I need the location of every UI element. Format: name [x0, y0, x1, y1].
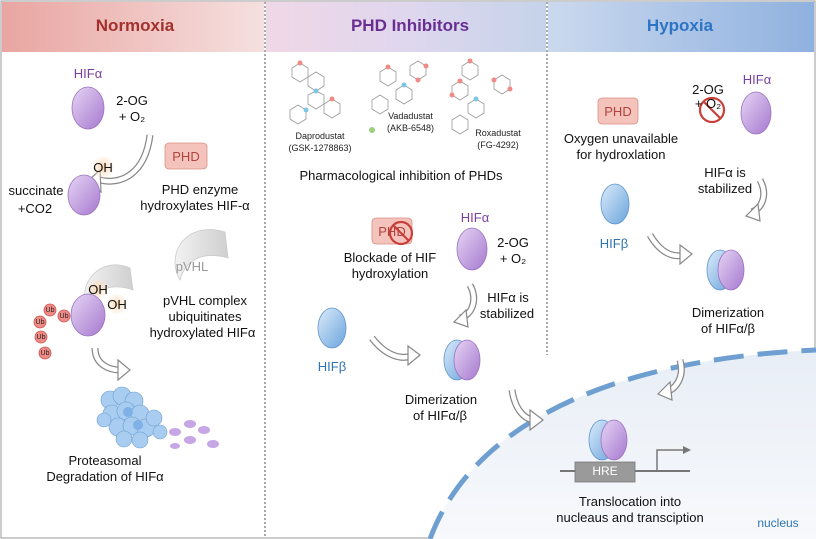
- drug2-name: Vadadustat: [388, 111, 433, 121]
- degradation-line2: Degradation of HIFα: [46, 469, 164, 484]
- inhibitors-hif-beta-label: HIFβ: [317, 359, 347, 374]
- ub-tag-1: Ub: [59, 313, 69, 320]
- pvhl-desc-line2: ubiquitinates: [168, 309, 242, 324]
- phd-enzyme-desc-line2: hydroxylates HIF-α: [140, 198, 250, 213]
- ub-tag-5: Ub: [40, 350, 50, 357]
- hypoxia-header-band: [548, 2, 814, 52]
- hypoxia-2og-label: 2-OG: [692, 82, 724, 97]
- hypoxia-hif-beta-label: HIFβ: [599, 236, 629, 251]
- inhibitors-stabilized-line1: HIFα is: [487, 290, 529, 305]
- normoxia-header-band: [2, 2, 264, 52]
- inhibitors-dimerization-line2: of HIFα/β: [413, 408, 467, 423]
- inhibitors-hif-alpha-label: HIFα: [460, 210, 490, 225]
- hypoxia-stabilized-line1: HIFα is: [704, 165, 746, 180]
- hypoxia-dimerization-line1: Dimerization: [691, 305, 765, 320]
- normoxia-hif-alpha-label: HIFα: [73, 66, 103, 81]
- oh-label-2: OH: [107, 297, 127, 312]
- normoxia-phd-box-label: PHD: [172, 149, 200, 164]
- inhibitors-o2-label: + O₂: [499, 251, 527, 266]
- ub-tag-4: Ub: [36, 334, 46, 341]
- degradation-line1: Proteasomal: [68, 453, 142, 468]
- inhibitors-phd-box-label: PHD: [378, 224, 406, 239]
- hypoxia-phd-box-label: PHD: [604, 104, 632, 119]
- nucleus-label: nucleus: [757, 516, 799, 530]
- normoxia-oh-label: OH: [93, 160, 113, 175]
- inhibitors-dimerization-line1: Dimerization: [404, 392, 478, 407]
- blockade-line1: Blockade of HIF: [343, 250, 437, 265]
- pvhl-desc-line1: pVHL complex: [162, 293, 248, 308]
- blockade-line2: hydroxylation: [351, 266, 429, 281]
- hypoxia-dimerization-line2: of HIFα/β: [701, 321, 755, 336]
- hre-box-label: HRE: [592, 464, 618, 478]
- oxygen-unavailable-line2: for hydroxlation: [576, 147, 666, 162]
- translocation-line2: nucleaus and transciption: [556, 510, 704, 525]
- inhibitors-header-band: [266, 2, 546, 52]
- inhibitors-title: PHD Inhibitors: [350, 16, 470, 35]
- normoxia-title: Normoxia: [95, 16, 175, 35]
- normoxia-o2-label: + O₂: [118, 109, 146, 124]
- hypoxia-o2-label: + O₂: [694, 96, 722, 111]
- oxygen-unavailable-line1: Oxygen unavailable: [563, 131, 679, 146]
- hypoxia-stabilized-line2: stabilized: [697, 181, 753, 196]
- pharm-inhibition-label: Pharmacological inhibition of PHDs: [299, 168, 503, 183]
- translocation-line1: Translocation into: [578, 494, 682, 509]
- pvhl-label: pVHL: [175, 259, 209, 274]
- ub-tag-3: Ub: [35, 319, 45, 326]
- normoxia-2og-label: 2-OG: [116, 93, 148, 108]
- drug3-name: Roxadustat: [475, 128, 521, 138]
- pvhl-desc-line3: hydroxylated HIFα: [149, 325, 256, 340]
- drug1-name: Daprodustat: [295, 131, 345, 141]
- hypoxia-title: Hypoxia: [646, 16, 714, 35]
- drug1-code: (GSK-1278863): [288, 143, 352, 153]
- phd-enzyme-desc-line1: PHD enzyme: [161, 182, 239, 197]
- succinate-label: succinate: [8, 183, 64, 198]
- ub-tag-2: Ub: [45, 307, 55, 314]
- hypoxia-hif-alpha-label: HIFα: [742, 72, 772, 87]
- drug3-code: (FG-4292): [477, 140, 519, 150]
- inhibitors-2og-label: 2-OG: [497, 235, 529, 250]
- co2-label: +CO2: [17, 201, 53, 216]
- inhibitors-stabilized-line2: stabilized: [479, 306, 535, 321]
- oh-label-1: OH: [88, 282, 108, 297]
- drug2-code: (AKB-6548): [386, 123, 435, 133]
